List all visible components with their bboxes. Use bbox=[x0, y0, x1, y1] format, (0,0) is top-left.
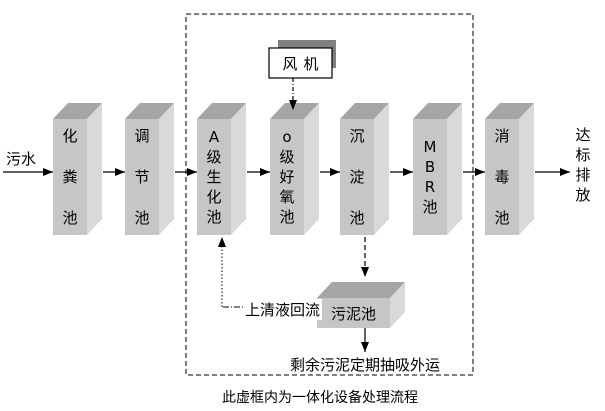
tank-sedimentation bbox=[340, 103, 389, 235]
tank-top-face bbox=[197, 103, 246, 119]
tank-a-stage-biochemical bbox=[197, 103, 246, 235]
tank-side-face bbox=[519, 103, 534, 235]
tank-front-face bbox=[53, 119, 87, 235]
tank-regulating-label: 调节池 bbox=[134, 126, 150, 227]
tank-top-face bbox=[53, 103, 102, 119]
tank-a-stage-label: A级生化池 bbox=[206, 128, 222, 226]
sludge-tank-label: 污泥池 bbox=[330, 304, 376, 323]
tank-front-face bbox=[317, 298, 390, 328]
tank-top-face bbox=[340, 103, 389, 119]
tank-top-face bbox=[485, 103, 534, 119]
tank-front-face bbox=[485, 119, 519, 235]
tank-mbr bbox=[413, 103, 462, 235]
tank-front-face bbox=[340, 119, 374, 235]
tank-disinfection-label: 消毒池 bbox=[494, 126, 510, 227]
tank-mbr-label: MBR池 bbox=[422, 138, 438, 216]
tank-sedimentation-label: 沉淀池 bbox=[349, 126, 365, 227]
integrated-equipment-dashed-frame bbox=[185, 13, 474, 376]
tank-front-face bbox=[197, 119, 231, 235]
tank-septic bbox=[53, 103, 102, 235]
tank-side-face bbox=[390, 282, 405, 328]
tank-o-stage-label: o级好氧池 bbox=[279, 128, 295, 226]
tank-front-face bbox=[125, 119, 159, 235]
tank-top-face bbox=[413, 103, 462, 119]
sludge-tank bbox=[317, 282, 405, 328]
tank-regulating bbox=[125, 103, 174, 235]
tank-side-face bbox=[159, 103, 174, 235]
fan-box bbox=[268, 47, 333, 79]
reflux-label: 上清液回流 bbox=[243, 299, 323, 320]
tank-top-face bbox=[317, 282, 405, 298]
tank-side-face bbox=[374, 103, 389, 235]
tank-side-face bbox=[231, 103, 246, 235]
tank-o-stage-aerobic bbox=[270, 103, 319, 235]
tank-septic-label: 化粪池 bbox=[62, 126, 78, 227]
sludge-removal-label: 剩余污泥定期抽吸外运 bbox=[290, 356, 441, 374]
tank-side-face bbox=[447, 103, 462, 235]
fan-label: 风机 bbox=[282, 54, 325, 73]
tank-top-face bbox=[125, 103, 174, 119]
inlet-label: 污水 bbox=[6, 150, 37, 168]
tank-side-face bbox=[304, 103, 319, 235]
tank-disinfection bbox=[485, 103, 534, 235]
frame-caption: 此虚框内为一体化设备处理流程 bbox=[222, 390, 418, 406]
tank-front-face bbox=[270, 119, 304, 235]
outlet-label: 达标排放 bbox=[575, 126, 591, 204]
tank-front-face bbox=[413, 119, 447, 235]
tank-top-face bbox=[270, 103, 319, 119]
tank-side-face bbox=[87, 103, 102, 235]
